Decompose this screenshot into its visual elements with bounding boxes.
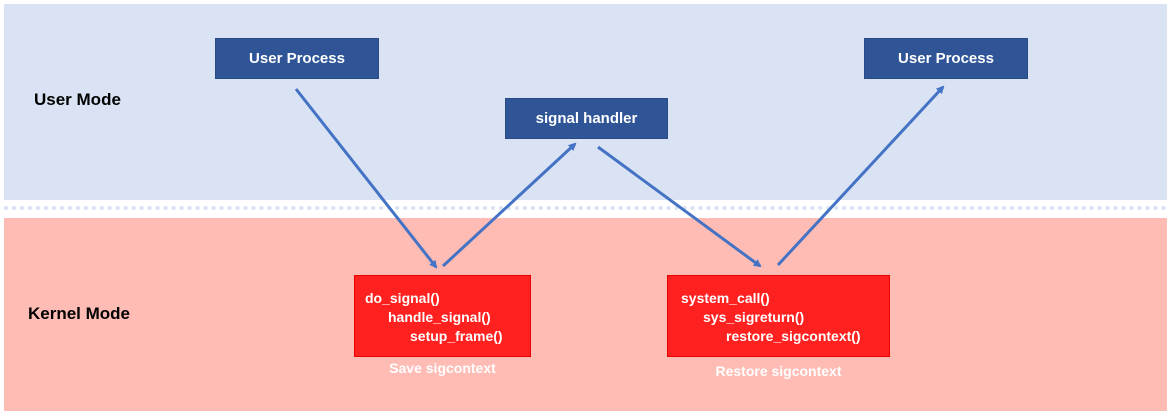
mode-divider bbox=[4, 206, 1167, 210]
kernel-mode-zone bbox=[4, 218, 1167, 411]
kernel-mode-label: Kernel Mode bbox=[28, 304, 131, 323]
arrow-handler-to-sigreturn bbox=[597, 145, 762, 268]
user-mode-label: User Mode bbox=[34, 90, 121, 109]
do-signal-box: do_signal() handle_signal() setup_frame(… bbox=[354, 275, 531, 357]
kernel-call-line: setup_frame() bbox=[410, 328, 503, 344]
kernel-call-line: system_call() bbox=[681, 290, 770, 306]
kernel-call-line: sys_sigreturn() bbox=[703, 309, 805, 325]
kernel-call-line: handle_signal() bbox=[388, 309, 491, 325]
kernel-call-line: restore_sigcontext() bbox=[726, 328, 861, 344]
save-sigcontext-caption: Save sigcontext bbox=[389, 360, 496, 376]
user-process-box-left: User Process bbox=[215, 38, 379, 79]
signal-handler-box: signal handler bbox=[505, 98, 668, 139]
arrow-kernel-return-to-user bbox=[776, 85, 945, 267]
user-process-box-right: User Process bbox=[864, 38, 1028, 79]
restore-sigcontext-caption: Restore sigcontext bbox=[715, 363, 842, 379]
arrow-user-to-kernel-entry bbox=[294, 88, 438, 269]
arrow-kernel-to-handler bbox=[441, 142, 577, 268]
system-call-box: system_call() sys_sigreturn() restore_si… bbox=[667, 275, 890, 357]
kernel-call-line: do_signal() bbox=[365, 290, 440, 306]
